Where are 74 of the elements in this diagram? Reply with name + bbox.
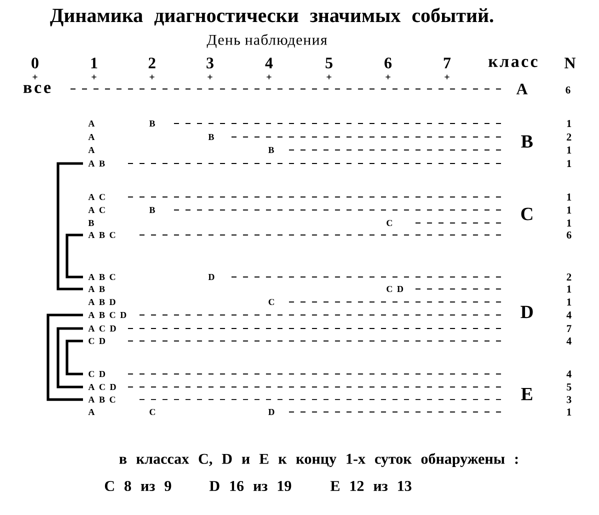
day-number: 0	[32, 58, 38, 68]
event-letters: A B C	[88, 232, 116, 238]
event-letters: B	[88, 220, 94, 226]
summary-text: E 12 из 13	[330, 480, 412, 492]
event-letters: C	[386, 220, 392, 226]
event-letters: D	[208, 274, 214, 280]
event-letters: D	[268, 409, 274, 415]
summary-text: C 8 из 9	[104, 480, 172, 492]
count-number: 7	[566, 325, 572, 332]
day-number: 5	[326, 58, 332, 68]
count-number: 2	[566, 134, 572, 140]
day-number: 4	[265, 58, 273, 68]
event-letters: A B	[88, 160, 105, 166]
count-number: 4	[566, 338, 572, 344]
count-number: 3	[566, 396, 572, 404]
day-number: 1	[91, 58, 98, 68]
count-number: 1	[567, 146, 572, 154]
diagram-title: Динамика диагностически значимых событий.	[50, 8, 494, 26]
count-number: 1	[567, 160, 572, 167]
class-letter: D	[520, 306, 533, 318]
event-letters: C	[268, 298, 274, 306]
row-label: все	[23, 84, 51, 94]
event-letters: A	[88, 409, 95, 415]
count-number: 5	[566, 384, 572, 390]
event-letters: A C D	[88, 325, 116, 332]
summary-text: D 16 из 19	[209, 480, 292, 492]
connector-line	[66, 340, 83, 376]
event-letters: A B	[88, 286, 105, 292]
count-number: 2	[566, 274, 572, 280]
count-number: 1	[567, 194, 572, 200]
event-letters: A	[88, 147, 95, 153]
event-letters: A C	[88, 194, 105, 200]
event-letters: C D	[88, 338, 106, 344]
count-number: 4	[566, 370, 572, 378]
axis-title: День наблюдения	[206, 34, 328, 48]
summary-text: в классах C, D и E к концу 1-х суток обнаружены :	[119, 453, 518, 467]
day-number: 7	[444, 58, 451, 68]
event-letters: A B D	[88, 299, 116, 305]
day-number: 3	[206, 58, 214, 68]
event-letters: A B C	[88, 274, 116, 280]
event-letters: C	[150, 408, 156, 416]
event-letters: B	[268, 147, 274, 153]
class-letter: B	[521, 135, 533, 148]
count-number: 1	[567, 298, 572, 306]
count-number: 1	[567, 206, 572, 214]
count-number: 1	[567, 120, 572, 127]
event-letters: B	[149, 120, 155, 126]
event-letters: C D	[88, 370, 106, 378]
event-letters: C D	[386, 286, 404, 292]
event-letters: A C D	[88, 384, 116, 390]
count-number: 1	[567, 408, 572, 416]
class-letter: A	[516, 84, 528, 94]
day-number: 6	[384, 58, 392, 68]
class-letter: C	[521, 208, 532, 220]
connector-line	[56, 327, 83, 388]
event-letters: B	[208, 134, 214, 140]
event-letters: A	[88, 134, 95, 140]
count-number: 6	[566, 86, 570, 94]
count-number: 6	[566, 231, 572, 239]
column-header: класс	[488, 58, 538, 68]
count-number: 4	[566, 312, 572, 318]
count-number: 1	[567, 286, 572, 292]
event-letters: A C	[88, 206, 105, 214]
class-letter: E	[521, 388, 532, 400]
connector-line	[66, 234, 83, 278]
event-letters: B	[149, 207, 155, 213]
count-number: 1	[567, 220, 572, 226]
event-letters: A B C	[88, 396, 116, 403]
day-number: 2	[148, 58, 156, 68]
event-letters: A B C D	[88, 312, 126, 318]
connector-line	[46, 314, 83, 401]
column-header: N	[564, 58, 576, 68]
event-letters: A	[88, 120, 95, 126]
connector-line	[56, 162, 83, 290]
